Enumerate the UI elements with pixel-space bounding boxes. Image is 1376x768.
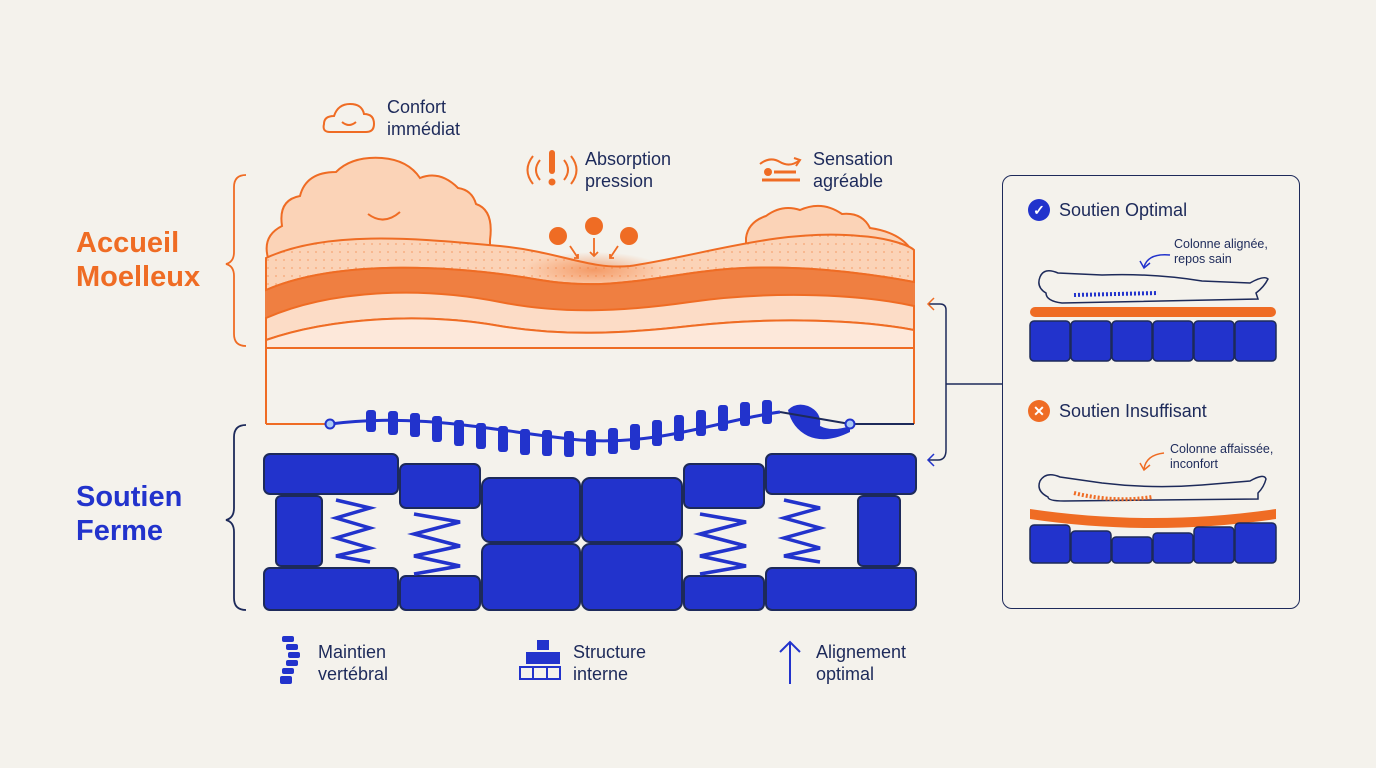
insufficient-title: Soutien Insuffisant <box>1059 401 1207 421</box>
insufficient-note-2: inconfort <box>1170 457 1218 471</box>
absorption-label-2: pression <box>585 171 654 191</box>
firm-bracket <box>225 424 247 611</box>
soft-title-2: Moelleux <box>76 261 201 293</box>
alert-icon <box>526 150 578 186</box>
spine-label-2: vertébral <box>318 664 389 684</box>
optimal-title: Soutien Optimal <box>1059 200 1188 220</box>
cross-icon: ✕ <box>1028 400 1050 422</box>
soft-title-1: Accueil <box>76 227 180 259</box>
insufficient-illustration <box>1029 452 1277 564</box>
sensation-label-2: agréable <box>813 171 884 191</box>
spine <box>324 400 856 457</box>
connector-arrows <box>926 297 1002 467</box>
comfort-label-2: immédiat <box>387 119 461 139</box>
firm-title-2: Ferme <box>76 515 164 547</box>
spine-label-1: Maintien <box>318 642 387 662</box>
check-icon: ✓ <box>1028 199 1050 221</box>
support-structure <box>263 453 917 611</box>
cloud-icon <box>322 102 376 133</box>
pressure-markers <box>549 217 638 259</box>
structure-label-1: Structure <box>573 642 647 662</box>
insufficient-note-1: Colonne affaissée, <box>1170 442 1274 456</box>
sensation-label-1: Sensation <box>813 149 894 169</box>
arrow-up-icon <box>779 640 801 684</box>
comfort-layers <box>265 233 915 425</box>
wave-person-icon <box>759 157 802 182</box>
panel-illustrations <box>1029 254 1277 564</box>
comparison-panel <box>1002 175 1300 609</box>
spine-icon <box>280 636 300 684</box>
optimal-note-2: repos sain <box>1174 252 1232 266</box>
firm-title-1: Soutien <box>76 481 183 513</box>
comfort-label-1: Confort <box>387 97 447 117</box>
blocks-icon <box>519 640 561 680</box>
absorption-label-1: Absorption <box>585 149 672 169</box>
optimal-note-1: Colonne alignée, <box>1174 237 1268 251</box>
springs <box>329 498 827 576</box>
soft-bracket <box>225 174 247 347</box>
structure-label-2: interne <box>573 664 629 684</box>
alignment-label-2: optimal <box>816 664 875 684</box>
alignment-label-1: Alignement <box>816 642 907 662</box>
optimal-illustration <box>1029 254 1277 362</box>
